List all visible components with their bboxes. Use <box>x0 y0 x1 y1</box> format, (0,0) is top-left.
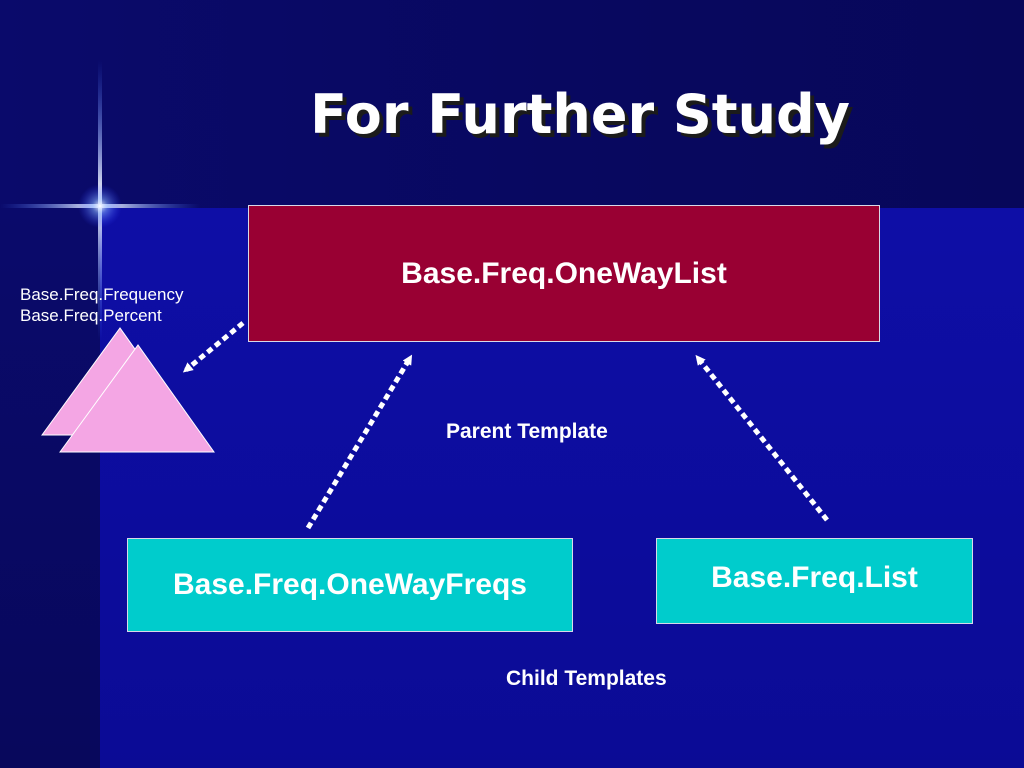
child-template-box-oneway-freqs: Base.Freq.OneWayFreqs <box>127 538 573 632</box>
child-template-name: Base.Freq.OneWayFreqs <box>172 568 527 601</box>
method-item: Base.Freq.Percent <box>20 306 162 325</box>
arrow-child1-to-parent <box>305 354 413 530</box>
method-item: Base.Freq.Frequency <box>20 285 184 304</box>
child-templates-caption: Child Templates <box>506 667 667 690</box>
parent-template-name: Base.Freq.OneWayList <box>401 256 727 290</box>
slide-title: For Further Study <box>310 83 850 146</box>
methods-label: Base.Freq.Frequency Base.Freq.Percent <box>20 284 183 326</box>
background-left-band <box>0 208 100 768</box>
parent-template-box: Base.Freq.OneWayList <box>248 205 880 342</box>
parent-template-caption: Parent Template <box>446 420 608 443</box>
background-top-band <box>0 0 1024 208</box>
method-triangle-front <box>59 344 215 453</box>
arrow-child2-to-parent <box>695 354 829 522</box>
child-template-name: Base.Freq.List <box>711 561 918 594</box>
child-template-box-list: Base.Freq.List <box>656 538 973 624</box>
arrow-parent-to-methods <box>182 321 245 373</box>
